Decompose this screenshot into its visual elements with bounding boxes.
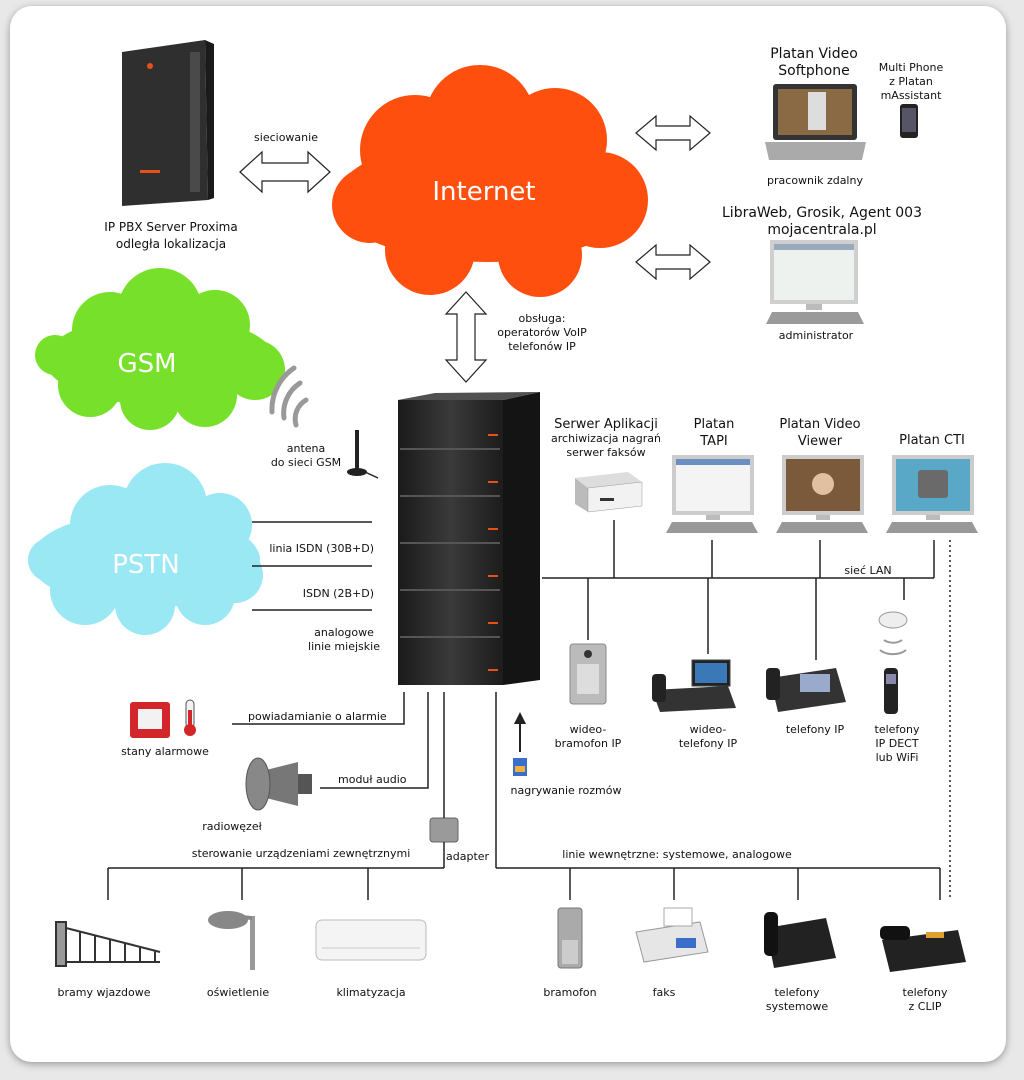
video-phones-label: wideo-telefony IP [678, 723, 738, 750]
audio-module-label: moduł audio [338, 773, 407, 786]
internal-lines-label: linie wewnętrzne: systemowe, analogowe [562, 848, 792, 861]
external-control-bus [107, 842, 445, 900]
administrator-label: administrator [778, 329, 854, 342]
ip-phone-icon [766, 668, 846, 712]
thermometer-icon [184, 699, 196, 736]
remote-worker-label: pracownik zdalny [767, 174, 863, 187]
gsm-cloud [35, 268, 285, 430]
gates-label: bramy wjazdowe [57, 986, 151, 999]
lan-bus [542, 520, 935, 660]
video-doorphone-label: wideo-bramofon IP [554, 723, 622, 750]
arrow-internet-remote-worker [635, 114, 711, 152]
megaphone-icon [245, 757, 312, 811]
remote-pbx-server [122, 40, 214, 206]
isdn-2-label: ISDN (2B+D) [302, 587, 374, 600]
clip-phone-icon [880, 926, 966, 972]
audio-line [320, 692, 429, 789]
arrow-networking [239, 150, 331, 194]
signal-waves-icon [269, 365, 309, 428]
platan-cti-label: Platan CTI [899, 433, 965, 448]
lighting-label: oświetlenie [206, 986, 270, 999]
alarm-states-label: stany alarmowe [121, 745, 209, 758]
recording-label: nagrywanie rozmów [510, 784, 622, 797]
tapi-computer-icon [666, 455, 758, 533]
antenna-icon [347, 430, 379, 479]
smartphone-icon [900, 104, 918, 138]
video-ip-phone-icon [652, 659, 736, 712]
lan-label: sieć LAN [844, 564, 892, 577]
dect-handset-icon [884, 668, 898, 714]
recording-arrow [514, 712, 526, 752]
app-server-icon [575, 472, 643, 513]
networking-label: sieciowanie [254, 131, 318, 144]
pstn-label: PSTN [112, 550, 180, 580]
laptop-icon [765, 84, 866, 160]
internal-lines-bus [495, 692, 941, 900]
pstn-cloud [28, 463, 263, 635]
adapter-label: adapter [446, 850, 490, 863]
air-conditioner-icon [315, 919, 427, 961]
main-pbx-rack [398, 392, 540, 685]
gsm-label: GSM [117, 349, 177, 379]
fax-icon [635, 907, 709, 963]
video-viewer-computer-icon [776, 455, 868, 533]
sd-card-icon [513, 758, 527, 776]
ext-control-label: sterowanie urządzeniami zewnętrznymi [191, 847, 411, 860]
alarm-line [232, 692, 405, 725]
cti-computer-icon [886, 455, 978, 533]
air-conditioning-label: klimatyzacja [336, 986, 406, 999]
pa-system-label: radiowęzeł [202, 820, 262, 833]
gate-icon [55, 921, 161, 967]
video-doorphone-icon [569, 643, 607, 705]
arrow-internet-pbx [444, 291, 488, 383]
internet-cloud [332, 65, 648, 297]
adapter-icon [429, 817, 459, 843]
fax-label: faks [652, 986, 676, 999]
pstn-lines [252, 521, 372, 611]
system-phone-icon [764, 912, 836, 968]
app-server-title: Serwer Aplikacji [554, 417, 658, 432]
admin-computer-icon [766, 240, 864, 324]
arrow-internet-admin [635, 243, 711, 281]
isdn-30-label: linia ISDN (30B+D) [269, 542, 374, 555]
ip-phones-label: telefony IP [785, 723, 845, 736]
street-lamp-icon [208, 911, 255, 970]
alarm-button-icon [130, 702, 170, 738]
dect-base-icon [878, 611, 908, 656]
doorphone-icon [557, 907, 583, 969]
doorphone-label: bramofon [543, 986, 597, 999]
alarm-notify-label: powiadamianie o alarmie [248, 710, 387, 723]
internet-label: Internet [432, 177, 536, 207]
